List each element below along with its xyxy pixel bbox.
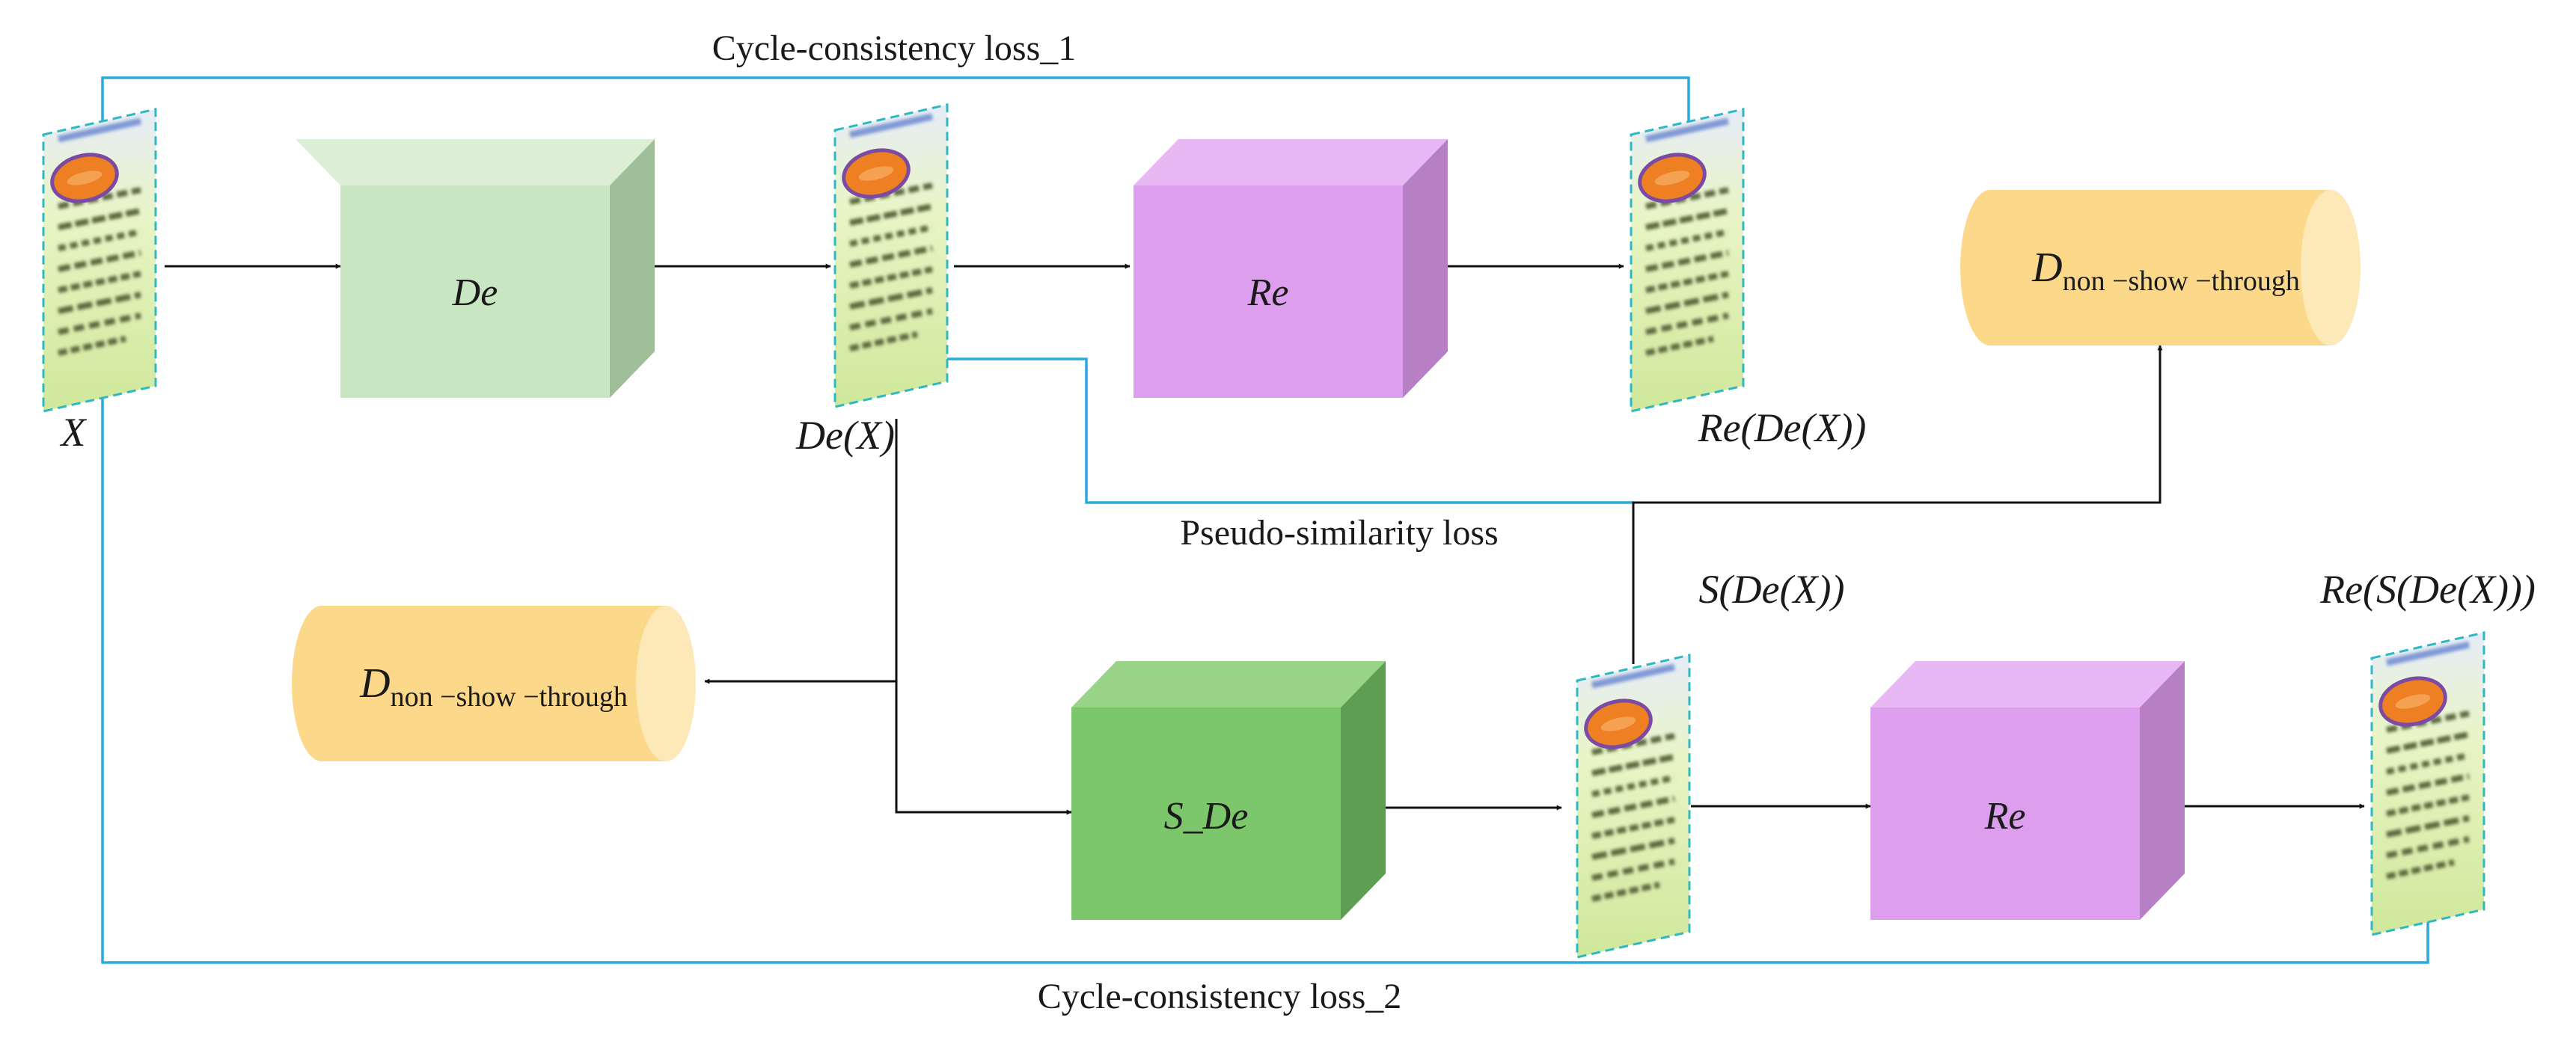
block-re-bottom-label: Re [1984, 795, 2026, 838]
discriminator-bottom-main: D [359, 660, 390, 707]
image-de-x [835, 105, 947, 407]
arrow-dex-down-to-sde [895, 419, 1072, 815]
cycle-loss-1-label: Cycle-consistency loss_1 [712, 28, 1077, 68]
pseudo-similarity-label: Pseudo-similarity loss [1180, 513, 1498, 553]
image-x [43, 109, 156, 411]
block-s-de-label: S_De [1164, 795, 1249, 838]
block-s-de-side [1341, 661, 1386, 920]
block-re-top-front [1133, 185, 1403, 398]
discriminator-bottom-sub: non −show −through [391, 681, 628, 713]
arrow-sdex-up-to-top-disc [1632, 345, 2163, 664]
block-re-bottom-front [1870, 707, 2140, 920]
image-x-label: X [60, 410, 88, 455]
discriminator-bottom-cap [636, 606, 696, 761]
discriminator-top [1960, 190, 2361, 346]
image-re-s-de-x [2372, 633, 2484, 935]
image-s-de-x-label: S(De(X)) [1699, 567, 1845, 612]
block-de-front [340, 185, 610, 398]
block-re-top [1133, 139, 1448, 398]
image-re-de-x [1631, 109, 1743, 411]
block-de-label: De [452, 271, 498, 314]
image-de-x-label: De(X) [795, 413, 895, 458]
pseudo-similarity-path [937, 356, 1633, 504]
block-s-de [1071, 661, 1386, 920]
cycle-loss-2-path [100, 392, 2429, 964]
image-re-s-de-x-label: Re(S(De(X))) [2319, 567, 2536, 612]
block-re-bottom-side [2140, 661, 2185, 920]
discriminator-top-cap [2301, 190, 2361, 346]
discriminator-top-label: Dnon −show −through [2031, 245, 2300, 297]
block-s-de-front [1071, 707, 1341, 920]
discriminator-bottom [292, 606, 696, 761]
block-re-top-side [1403, 139, 1448, 398]
image-re-de-x-label: Re(De(X)) [1698, 405, 1867, 450]
discriminator-bottom-label: Dnon −show −through [359, 660, 628, 713]
discriminator-top-sub: non −show −through [2063, 265, 2300, 297]
block-de [296, 139, 655, 398]
cycle-loss-2-label: Cycle-consistency loss_2 [1038, 977, 1402, 1016]
cycle-loss-1-path [100, 76, 1690, 139]
block-re-top-label: Re [1247, 271, 1289, 314]
image-s-de-x [1577, 655, 1689, 957]
block-de-side [610, 139, 655, 398]
discriminator-top-main: D [2031, 245, 2062, 291]
block-re-bottom [1870, 661, 2185, 920]
